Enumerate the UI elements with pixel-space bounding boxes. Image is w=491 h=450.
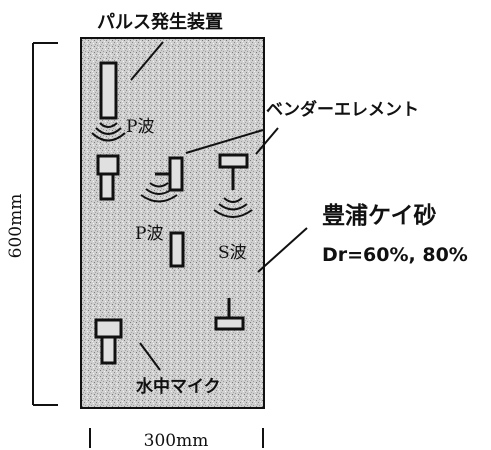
- bender-element-leaders: [185, 127, 279, 155]
- p-wave-label-top: P波: [126, 117, 154, 137]
- receiver-center-lower: [169, 231, 185, 268]
- receiver-right-lower: [214, 298, 245, 331]
- hydrophone-label: 水中マイク: [136, 376, 221, 397]
- p-wave-label-mid: P波: [135, 224, 163, 244]
- hydrophone-device: [94, 318, 123, 365]
- p-wave-arcs-top: [91, 122, 126, 142]
- hydrophone-leader: [139, 342, 161, 371]
- width-dimension: [89, 428, 264, 448]
- s-wave-label: S波: [218, 243, 247, 263]
- sand-name-label: 豊浦ケイ砂: [322, 202, 437, 229]
- height-dim-label: 600mm: [6, 194, 26, 259]
- p-wave-arcs-mid: [140, 182, 178, 203]
- bender-element-center: [155, 156, 184, 192]
- sand-leader: [257, 227, 308, 273]
- pulse-generator-label: パルス発生装置: [97, 11, 223, 33]
- s-wave-arcs: [213, 197, 253, 218]
- density-label: Dr=60%, 80%: [322, 244, 468, 266]
- bender-element-right: [218, 153, 249, 190]
- bender-element-label: ベンダーエレメント: [266, 99, 419, 120]
- pulse-generator-leader: [130, 41, 164, 81]
- pulse-generator-device: [99, 61, 118, 120]
- receiver-block-top: [96, 154, 120, 201]
- height-dimension: [32, 42, 58, 406]
- width-dim-label: 300mm: [144, 431, 209, 450]
